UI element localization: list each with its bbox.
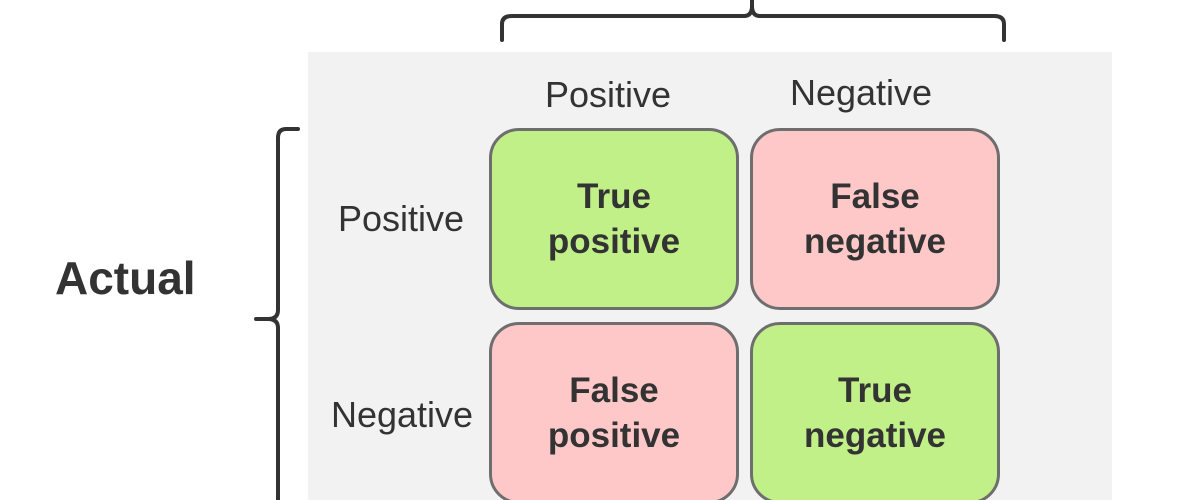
row-header-negative: Negative (330, 394, 474, 435)
cell-false-negative: False negative (750, 128, 1000, 310)
cell-label: False positive (547, 370, 681, 456)
actual-axis-title: Actual (55, 252, 196, 304)
column-header-positive: Positive (544, 74, 672, 115)
cell-label: True positive (547, 176, 681, 262)
cell-label: True negative (804, 370, 946, 456)
cell-true-positive: True positive (489, 128, 739, 310)
row-header-positive: Positive (337, 198, 465, 239)
column-header-negative: Negative (789, 72, 933, 113)
cell-true-negative: True negative (750, 322, 1000, 500)
cell-label: False negative (804, 176, 946, 262)
cell-false-positive: False positive (489, 322, 739, 500)
